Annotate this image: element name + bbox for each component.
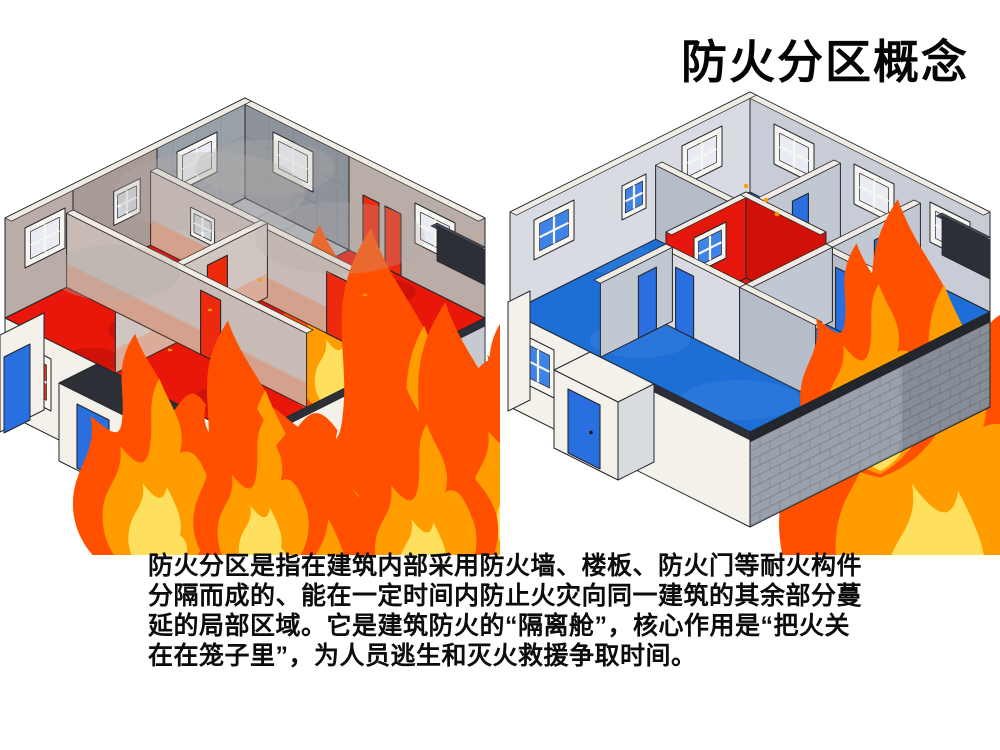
parapet-band [749, 311, 991, 443]
page-title: 防火分区概念 [681, 37, 969, 88]
fire-door [384, 205, 402, 277]
compartment-door [637, 266, 657, 339]
building-on-fire [0, 97, 500, 555]
parapet-block [436, 225, 486, 286]
paragraph-line: 分隔而成的、能在一定时间内防止火灾向同一建筑的其余部分蔓 [148, 582, 863, 610]
exterior-porch [507, 290, 531, 412]
smoke [195, 140, 335, 196]
smoke [50, 245, 180, 301]
illustration-fire-spread-building [0, 80, 500, 555]
building-no-compartment [0, 97, 500, 555]
paragraph-line: 防火分区是指在建筑内部采用防火墙、楼板、防火门等耐火构件 [148, 552, 863, 580]
building-with-compartment [507, 91, 1000, 555]
description-paragraph: 防火分区是指在建筑内部采用防火墙、楼板、防火门等耐火构件 分隔而成的、能在一定时… [148, 551, 872, 671]
illustration-fire-compartment-building [500, 80, 1000, 555]
smoke [255, 202, 425, 274]
entrance-door [567, 388, 601, 470]
paragraph-line: 延的局部区域。它是建筑防火的“隔离舱”，核心作用是“把火关 [148, 612, 851, 640]
compartment-door [675, 266, 695, 339]
exit-door [3, 343, 31, 434]
smoke [115, 152, 305, 232]
vestibule-side [617, 383, 655, 481]
paragraph-line: 在在笼子里”，为人员逃生和灭火救援争取时间。 [148, 642, 697, 670]
parapet-block [941, 215, 991, 280]
building-compartmented [507, 91, 1000, 555]
